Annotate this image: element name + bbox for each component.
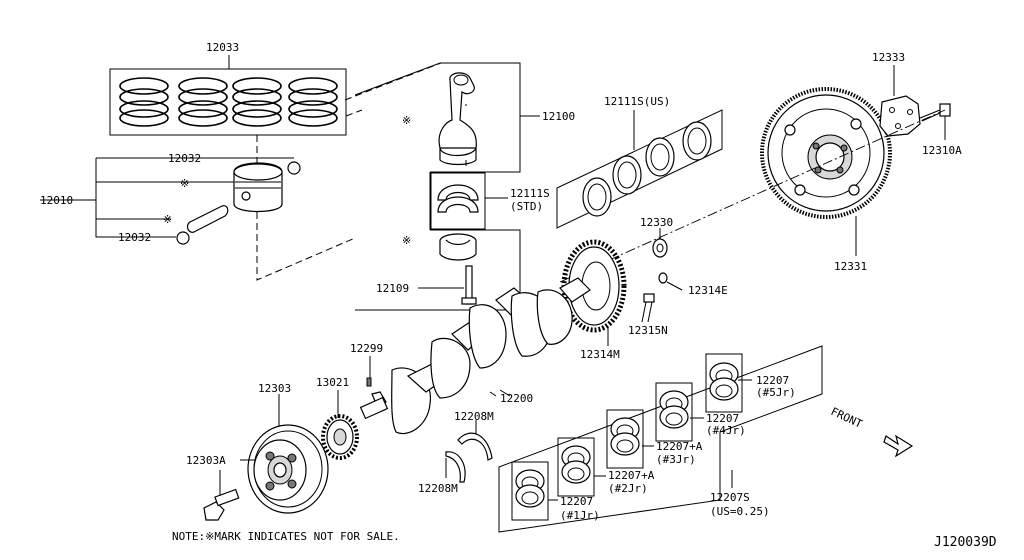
label-12331: 12331 xyxy=(834,260,867,273)
reinforcement-plate-12333 xyxy=(879,95,921,137)
label-12111s-std-sub: (STD) xyxy=(510,200,543,213)
label-12303a: 12303A xyxy=(186,454,226,467)
label-12207a-3jr: 12207+A xyxy=(656,440,703,453)
bearing-5jr xyxy=(705,353,743,413)
label-12207a-2jr: 12207+A xyxy=(608,469,655,482)
pulley-bolt-12303a xyxy=(203,488,240,521)
label-12207-4jr-sub: (#4Jr) xyxy=(706,424,746,437)
connecting-rod-box xyxy=(354,62,521,311)
sprocket-13021 xyxy=(321,414,359,460)
main-bearing-set-12207s xyxy=(498,345,823,533)
label-13021: 13021 xyxy=(316,376,349,389)
bearing-std-box xyxy=(430,172,486,230)
bearing-3jr xyxy=(606,409,644,469)
bearing-us-4 xyxy=(682,121,712,161)
label-12208m-bottom: 12208M xyxy=(418,482,458,495)
bearing-1jr xyxy=(511,461,549,521)
label-12032-bottom: 12032 xyxy=(118,231,151,244)
label-12314e: 12314E xyxy=(688,284,728,297)
bearing-us-1 xyxy=(582,177,612,217)
piston-rings-4 xyxy=(288,77,338,127)
crank-pulley-12303 xyxy=(247,424,329,514)
piston-rings-2 xyxy=(178,77,228,127)
label-12314m: 12314M xyxy=(580,348,620,361)
label-12010: 12010 xyxy=(40,194,73,207)
label-12299: 12299 xyxy=(350,342,383,355)
thrust-washers-12208m xyxy=(445,432,493,483)
not-for-sale-mark-cap: ※ xyxy=(402,234,411,247)
not-for-sale-mark-pin: ※ xyxy=(163,213,172,226)
label-12109: 12109 xyxy=(376,282,409,295)
piston-assembly xyxy=(40,157,301,245)
pilot-bushing-12330 xyxy=(652,238,668,258)
label-12315n: 12315N xyxy=(628,324,668,337)
label-12330: 12330 xyxy=(640,216,673,229)
main-bearing-us-group xyxy=(556,109,723,229)
bearing-4jr xyxy=(655,382,693,442)
front-label: FRONT xyxy=(829,405,865,431)
label-12111s-std: 12111S xyxy=(510,187,550,200)
key-12299 xyxy=(366,377,372,387)
label-12207-1jr: 12207 xyxy=(560,495,593,508)
piston-rings-3 xyxy=(232,77,282,127)
drive-plate-12331 xyxy=(760,87,892,219)
bolt-12315n xyxy=(641,293,655,323)
label-12303: 12303 xyxy=(258,382,291,395)
label-12200: 12200 xyxy=(500,392,533,405)
label-12207-5jr-sub: (#5Jr) xyxy=(756,386,796,399)
label-12208m-top: 12208M xyxy=(454,410,494,423)
crankshaft-12200 xyxy=(359,277,591,435)
label-12333: 12333 xyxy=(872,51,905,64)
bearing-us-3 xyxy=(645,137,675,177)
label-12207s-sub: (US=0.25) xyxy=(710,505,770,518)
piston-rings-1 xyxy=(119,77,169,127)
not-for-sale-mark-piston: ※ xyxy=(180,177,189,190)
label-12310a: 12310A xyxy=(922,144,962,157)
not-for-sale-note: NOTE:※MARK INDICATES NOT FOR SALE. xyxy=(172,530,400,543)
label-12111s-us: 12111S(US) xyxy=(604,95,670,108)
piston-ring-set-group xyxy=(109,55,347,136)
label-12207s: 12207S xyxy=(710,491,750,504)
label-12033: 12033 xyxy=(206,41,239,54)
front-arrow xyxy=(883,434,914,458)
diagram-id: J120039D xyxy=(934,535,997,550)
leader-lines xyxy=(219,65,946,501)
label-12207-1jr-sub: (#1Jr) xyxy=(560,509,600,522)
label-12207a-3jr-sub: (#3Jr) xyxy=(656,453,696,466)
pin-12314e xyxy=(658,272,668,284)
label-12100: 12100 xyxy=(542,110,575,123)
not-for-sale-mark-rod: ※ xyxy=(402,114,411,127)
label-12207-5jr: 12207 xyxy=(756,374,789,387)
label-12032-top: 12032 xyxy=(168,152,201,165)
bearing-2jr xyxy=(557,437,595,497)
bearing-us-2 xyxy=(612,155,642,195)
label-12207-4jr: 12207 xyxy=(706,412,739,425)
label-12207a-2jr-sub: (#2Jr) xyxy=(608,482,648,495)
